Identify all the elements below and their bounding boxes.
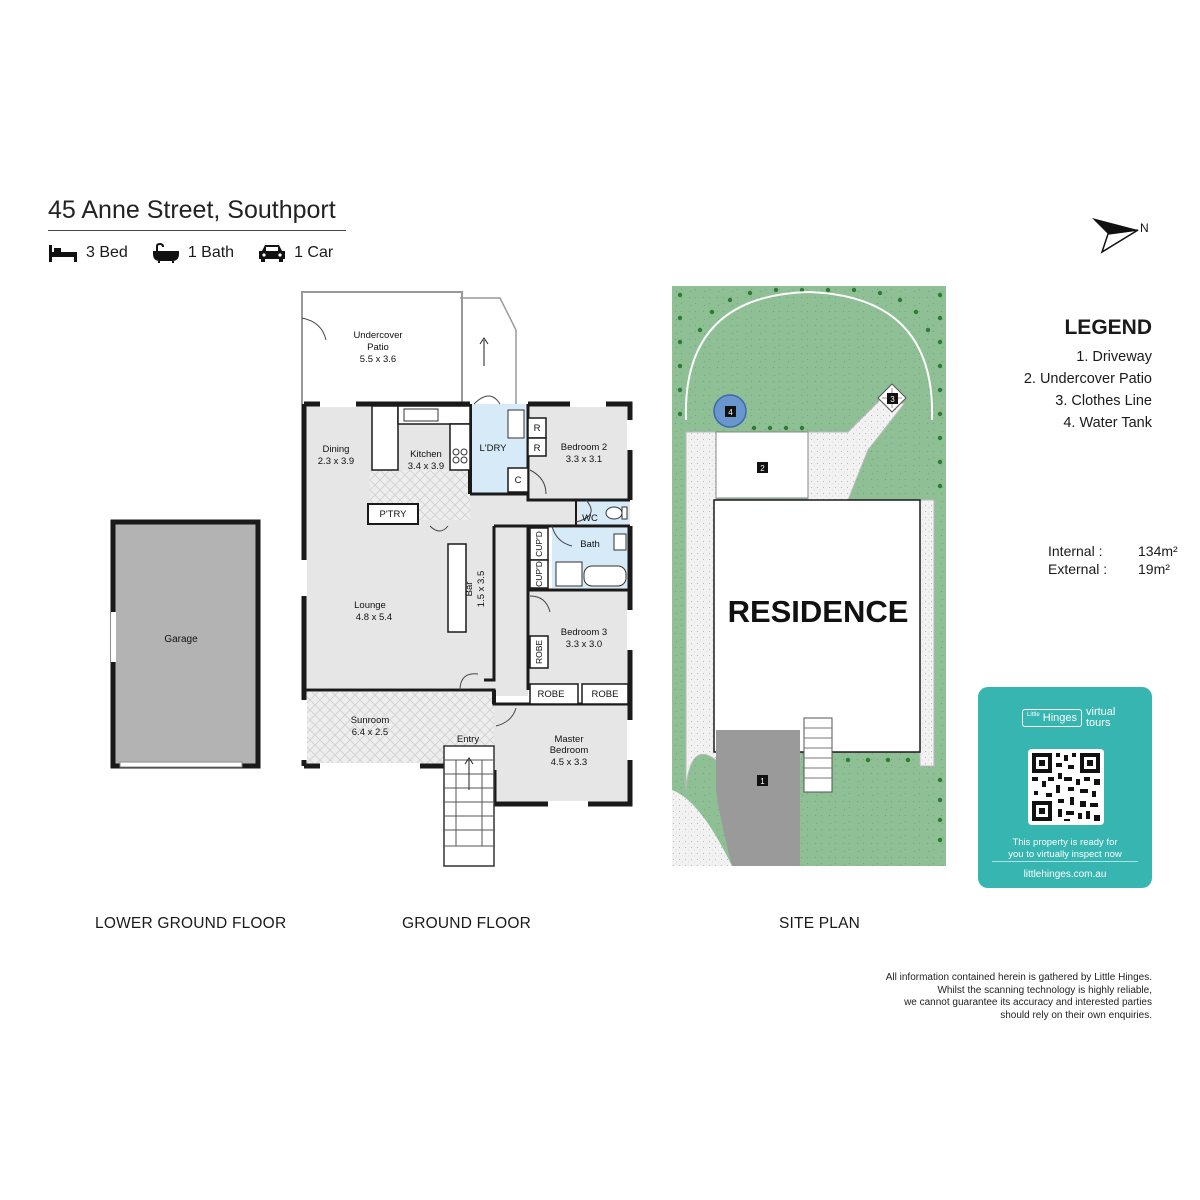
internal-area-label: Internal :	[1048, 543, 1103, 559]
brand-name: Hinges	[1042, 712, 1077, 724]
room-bed2-name: Bedroom 2	[561, 442, 607, 453]
legend-title: LEGEND	[1064, 316, 1152, 339]
room-dining-dim: 2.3 x 3.9	[318, 456, 354, 467]
cupboard-2: CUP'D	[534, 561, 544, 587]
north-label: N	[1140, 221, 1149, 235]
room-bath: Bath	[580, 539, 600, 550]
beds-label: 3 Bed	[86, 244, 128, 261]
room-dining-name: Dining	[323, 444, 350, 455]
room-patio-name-2: Patio	[367, 342, 389, 353]
card-divider	[992, 861, 1138, 862]
legend-item: 2. Undercover Patio	[1023, 371, 1152, 387]
cars-stat: 1 Car	[258, 243, 333, 263]
brand-small: Little	[1027, 712, 1040, 718]
cupboard-c: C	[515, 475, 522, 486]
room-lounge-name: Lounge	[354, 600, 386, 611]
room-master-dim: 4.5 x 3.3	[551, 757, 587, 768]
robe-a: ROBE	[538, 689, 565, 700]
site-plan-label: SITE PLAN	[779, 915, 861, 932]
virtual-tour-url[interactable]: littlehinges.com.au	[1023, 869, 1107, 880]
baths-label: 1 Bath	[187, 244, 235, 261]
marker-water-tank	[725, 406, 736, 417]
room-kitchen-name: Kitchen	[410, 449, 442, 460]
disclaimer-line: Whilst the scanning technology is highly…	[937, 984, 1152, 996]
site-plan: RESIDENCE 1 2 3 4	[672, 286, 946, 866]
disclaimer-line: should rely on their own enquiries.	[1000, 1009, 1152, 1021]
disclaimer: All information contained herein is gath…	[812, 972, 1152, 1022]
robe-side: ROBE	[534, 640, 544, 664]
legend-item: 3. Clothes Line	[1055, 393, 1152, 409]
virtual-tour-message: This property is ready for you to virtua…	[978, 837, 1152, 861]
property-stats: 3 Bed 1 Bath 1 Car	[48, 240, 357, 266]
residence-label: RESIDENCE	[728, 594, 909, 629]
room-patio-name-1: Undercover	[353, 330, 402, 341]
room-kitchen-dim: 3.4 x 3.9	[408, 461, 444, 472]
message-line-1: This property is ready for	[1012, 837, 1118, 848]
message-line-2: you to virtually inspect now	[1008, 849, 1122, 860]
garage: Garage	[110, 519, 261, 769]
virtual-tour-logo: Little Hinges virtual tours	[1022, 707, 1115, 729]
virtual-tours-text: virtual tours	[1086, 707, 1115, 729]
hinges-logo: Little Hinges	[1022, 709, 1082, 727]
ground-floor-label: GROUND FLOOR	[402, 915, 531, 932]
virtual-word: virtual	[1086, 706, 1116, 718]
room-bed2-dim: 3.3 x 3.1	[566, 454, 602, 465]
marker-1-label: 1	[760, 777, 765, 786]
property-address: 45 Anne Street, Southport	[48, 196, 336, 224]
external-area-value: 19m²	[1138, 561, 1170, 577]
room-lounge-dim: 4.8 x 5.4	[356, 612, 392, 623]
marker-clothes-line	[887, 393, 898, 404]
marker-4-label: 4	[728, 408, 733, 417]
qr-code-icon[interactable]	[1028, 749, 1104, 825]
cars-label: 1 Car	[294, 244, 334, 261]
room-sunroom-name: Sunroom	[351, 715, 390, 726]
room-master-name-1: Master	[554, 734, 583, 745]
marker-patio	[757, 462, 768, 473]
north-arrow-icon: N	[1092, 218, 1149, 254]
room-sunroom-dim: 6.4 x 2.5	[352, 727, 388, 738]
tours-word: tours	[1086, 717, 1111, 729]
room-laundry-name: L'DRY	[480, 443, 508, 454]
ground-floor-plan: Undercover Patio 5.5 x 3.6 Dining 2.3 x …	[301, 291, 633, 867]
room-wc: WC	[582, 513, 598, 524]
marker-2-label: 2	[760, 464, 765, 473]
room-entry: Entry	[457, 734, 479, 745]
room-master-name-2: Bedroom	[550, 745, 589, 756]
room-bar-name: Bar	[464, 582, 475, 597]
legend-list: 1. Driveway 2. Undercover Patio 3. Cloth…	[1024, 346, 1152, 434]
internal-area-value: 134m²	[1138, 543, 1178, 559]
room-patio-dim: 5.5 x 3.6	[360, 354, 396, 365]
room-pantry: P'TRY	[380, 509, 408, 520]
lower-ground-floor-label: LOWER GROUND FLOOR	[95, 915, 287, 932]
bathtub-icon	[152, 243, 179, 263]
legend-item: 4. Water Tank	[1063, 415, 1152, 431]
legend-item: 1. Driveway	[1076, 349, 1152, 365]
disclaimer-line: All information contained herein is gath…	[885, 972, 1152, 983]
bed-icon	[49, 245, 77, 262]
car-icon	[259, 245, 286, 262]
title-divider	[48, 230, 346, 231]
marker-driveway	[757, 775, 768, 786]
beds-stat: 3 Bed	[48, 243, 128, 263]
baths-stat: 1 Bath	[152, 243, 234, 263]
robe-r1: R	[534, 423, 541, 434]
area-summary: Internal : 134m² External : 19m²	[1048, 542, 1178, 578]
cupboard-1: CUP'D	[534, 531, 544, 557]
external-area-label: External :	[1048, 561, 1108, 577]
room-bed3-dim: 3.3 x 3.0	[566, 639, 602, 650]
virtual-tour-card[interactable]: Little Hinges virtual tours This propert…	[978, 687, 1152, 888]
robe-r2: R	[534, 443, 541, 454]
garage-label: Garage	[164, 634, 198, 645]
marker-3-label: 3	[890, 395, 895, 404]
disclaimer-line: we cannot guarantee its accuracy and int…	[904, 997, 1152, 1008]
robe-b: ROBE	[592, 689, 619, 700]
room-bar-dim: 1.5 x 3.5	[476, 571, 487, 607]
room-bed3-name: Bedroom 3	[561, 627, 607, 638]
